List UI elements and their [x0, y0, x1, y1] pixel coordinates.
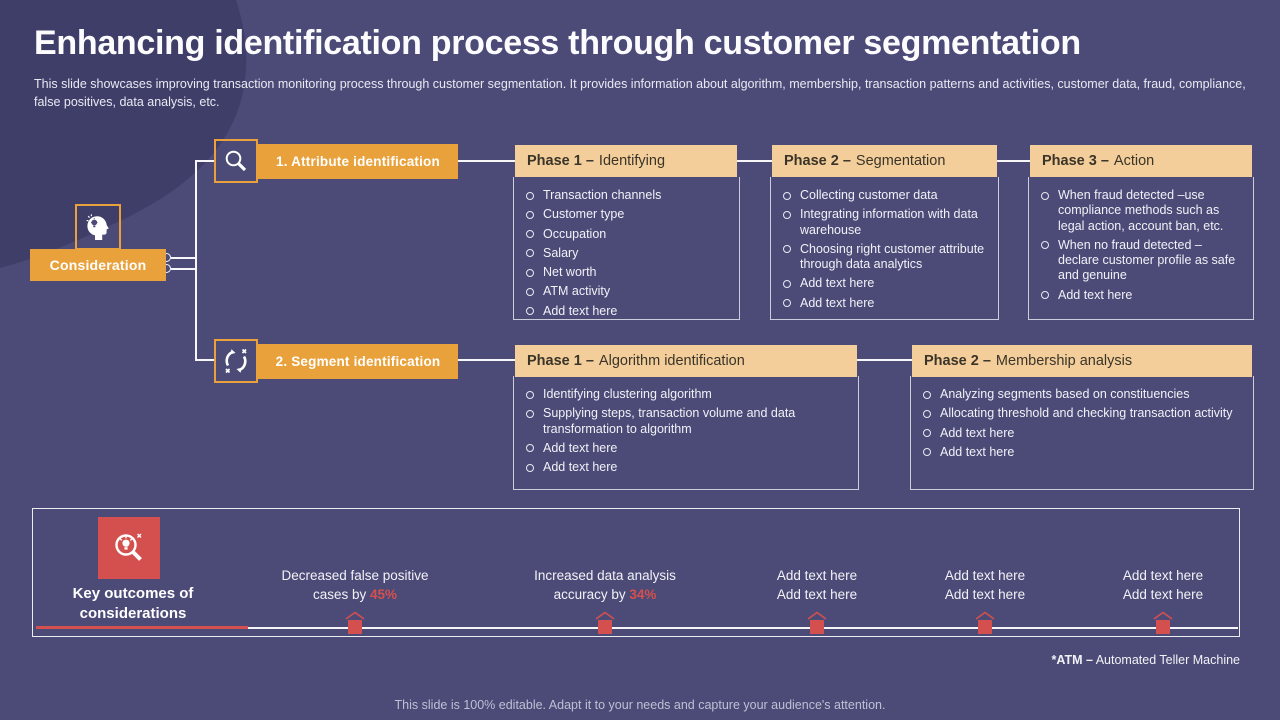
branch-2-icon-box	[214, 339, 258, 383]
milestone-text: Add text here Add text here	[1122, 568, 1204, 603]
list-item: Integrating information with data wareho…	[783, 207, 990, 238]
timeline-marker-icon	[975, 611, 995, 634]
list-item: Occupation	[526, 227, 731, 242]
bullet-icon	[1041, 191, 1049, 200]
list-item: Analyzing segments based on constituenci…	[923, 387, 1245, 402]
bullet-icon	[526, 230, 534, 238]
list-item: Add text here	[1041, 288, 1245, 303]
bullet-icon	[783, 210, 791, 219]
phase-body-algorithm: Identifying clustering algorithm Supplyi…	[513, 376, 859, 490]
list-item: Transaction channels	[526, 188, 731, 203]
connector-r2-a	[458, 359, 515, 361]
phase-body-membership: Analyzing segments based on constituenci…	[910, 376, 1254, 490]
phase-header-action: Phase 3 –Action	[1030, 145, 1252, 177]
timeline-marker-icon	[595, 611, 615, 634]
connector-r1-c	[997, 160, 1030, 162]
bullet-icon	[526, 409, 534, 418]
milestone-text: Add text here Add text here	[776, 568, 858, 603]
bullet-icon	[526, 191, 534, 200]
phase-body-segmentation: Collecting customer data Integrating inf…	[770, 177, 999, 320]
phase-body-action: When fraud detected –use compliance meth…	[1028, 177, 1254, 320]
milestone-text: Increased data analysis accuracy by 34%	[534, 568, 676, 603]
outcomes-heading: Key outcomes of considerations	[72, 585, 194, 622]
bullet-icon	[526, 307, 534, 315]
connector-r1-a	[458, 160, 515, 162]
list-item: Add text here	[923, 426, 1245, 441]
bullet-icon	[923, 390, 931, 399]
list-item: Identifying clustering algorithm	[526, 387, 850, 402]
phase-header-membership: Phase 2 –Membership analysis	[912, 345, 1252, 377]
branch-1-icon-box	[214, 139, 258, 183]
bullet-icon	[526, 249, 534, 258]
consideration-icon-box	[75, 204, 121, 250]
phase-body-identifying: Transaction channels Customer type Occup…	[513, 177, 740, 320]
bullet-icon	[783, 191, 791, 200]
milestone-text: Add text here Add text here	[944, 568, 1026, 603]
bullet-icon	[923, 409, 931, 418]
list-item: Collecting customer data	[783, 188, 990, 203]
list-item: When fraud detected –use compliance meth…	[1041, 188, 1245, 234]
head-idea-icon	[86, 214, 109, 240]
bullet-icon	[783, 245, 791, 254]
segments-icon	[225, 348, 247, 374]
list-item: Customer type	[526, 207, 731, 222]
list-item: Add text here	[526, 304, 731, 319]
list-item: Add text here	[526, 441, 850, 456]
bullet-icon	[526, 444, 534, 453]
list-item: Add text here	[783, 296, 990, 311]
milestone-text: Decreased false positive cases by 45%	[281, 568, 429, 603]
bullet-icon	[526, 287, 534, 296]
bullet-icon	[923, 429, 931, 437]
atm-footnote: *ATM – Automated Teller Machine	[1051, 653, 1240, 667]
connector-stub-top	[196, 160, 215, 162]
idea-search-icon	[115, 533, 142, 561]
milestone-highlight: 45%	[370, 587, 398, 603]
phase-header-algorithm: Phase 1 –Algorithm identification	[515, 345, 857, 377]
outcomes-icon-box	[98, 517, 160, 579]
outcomes-panel	[32, 508, 1240, 637]
list-item: ATM activity	[526, 284, 731, 299]
bullet-icon	[1041, 241, 1049, 250]
list-item: Net worth	[526, 265, 731, 280]
list-item: When no fraud detected – declare custome…	[1041, 238, 1245, 284]
editable-footer: This slide is 100% editable. Adapt it to…	[394, 698, 886, 712]
bullet-icon	[783, 299, 791, 307]
list-item: Salary	[526, 246, 731, 261]
connector-branch-line-2	[171, 268, 196, 270]
branch-1-label: 1. Attribute identification	[258, 144, 458, 179]
timeline-line	[248, 627, 1238, 629]
bullet-icon	[526, 268, 534, 277]
phase-header-identifying: Phase 1 –Identifying	[515, 145, 737, 177]
corner-blob-shape	[0, 0, 247, 268]
milestone-highlight: 34%	[629, 587, 657, 603]
phase-header-segmentation: Phase 2 –Segmentation	[772, 145, 997, 177]
connector-stub-bottom	[196, 359, 215, 361]
list-item: Supplying steps, transaction volume and …	[526, 406, 850, 437]
bullet-icon	[923, 448, 931, 457]
page-subtitle: This slide showcases improving transacti…	[34, 77, 1246, 109]
bullet-icon	[526, 390, 534, 399]
timeline-marker-icon	[807, 611, 827, 634]
page-title: Enhancing identification process through…	[34, 24, 1081, 62]
list-item: Add text here	[923, 445, 1245, 460]
magnifier-icon	[225, 150, 247, 172]
list-item: Add text here	[783, 276, 990, 291]
branch-2-label: 2. Segment identification	[258, 344, 458, 379]
consideration-label: Consideration	[30, 249, 166, 281]
timeline-marker-icon	[1153, 611, 1173, 634]
list-item: Add text here	[526, 460, 850, 475]
bullet-icon	[783, 279, 791, 288]
connector-rail	[195, 160, 197, 361]
bullet-icon	[1041, 291, 1049, 299]
connector-r1-b	[737, 160, 772, 162]
outcomes-underline	[36, 626, 248, 629]
timeline-marker-icon	[345, 611, 365, 634]
connector-branch-line-1	[171, 257, 196, 259]
connector-r2-b	[857, 359, 912, 361]
list-item: Allocating threshold and checking transa…	[923, 406, 1245, 421]
list-item: Choosing right customer attribute throug…	[783, 242, 990, 273]
bullet-icon	[526, 210, 534, 219]
bullet-icon	[526, 463, 534, 472]
